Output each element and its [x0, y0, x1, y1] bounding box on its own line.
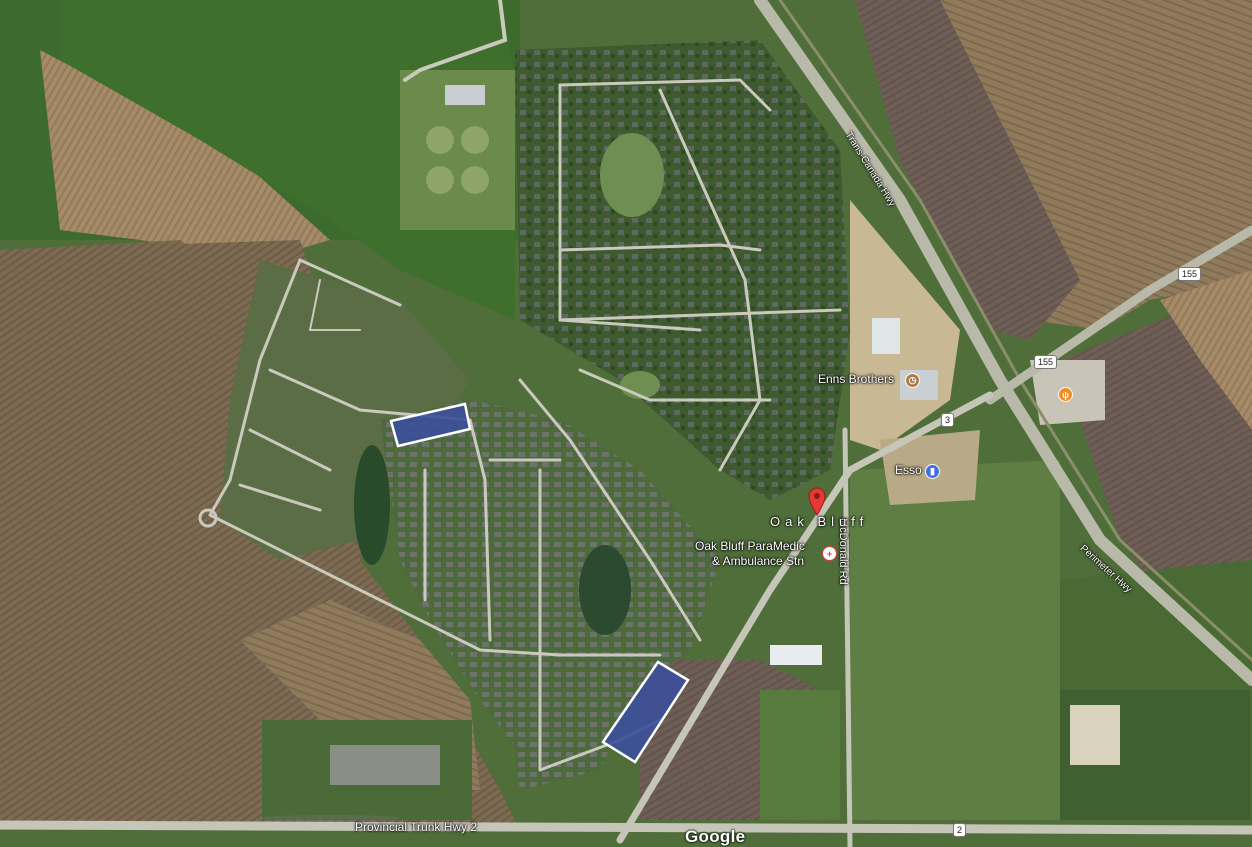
- poi-label-paramedic-line1[interactable]: Oak Bluff ParaMedic: [695, 539, 805, 553]
- gas-station-icon[interactable]: ▮: [925, 464, 940, 479]
- hospital-icon[interactable]: +: [822, 546, 837, 561]
- highway-shield-155-west: 155: [1034, 355, 1058, 369]
- google-attribution: Google: [685, 827, 746, 846]
- location-pin-icon[interactable]: [807, 486, 827, 516]
- poi-label-paramedic-line2[interactable]: & Ambulance Stn: [712, 554, 805, 568]
- town-label-oak-bluff[interactable]: Oak Bluff: [770, 514, 869, 529]
- highway-shield-155-east: 155: [1178, 267, 1202, 281]
- poi-label-enns-brothers[interactable]: Enns Brothers: [818, 372, 895, 386]
- road-label-provincial-trunk: Provincial Trunk Hwy 2: [355, 820, 478, 834]
- highway-shield-2: 2: [953, 823, 967, 837]
- shopping-icon[interactable]: ◷: [905, 373, 920, 388]
- poi-label-esso[interactable]: Esso: [895, 463, 922, 477]
- highlighted-parcel-north: [389, 402, 472, 448]
- highlighted-parcel-south: [601, 660, 690, 764]
- highway-shield-3: 3: [941, 413, 955, 427]
- restaurant-icon[interactable]: ψ: [1058, 387, 1073, 402]
